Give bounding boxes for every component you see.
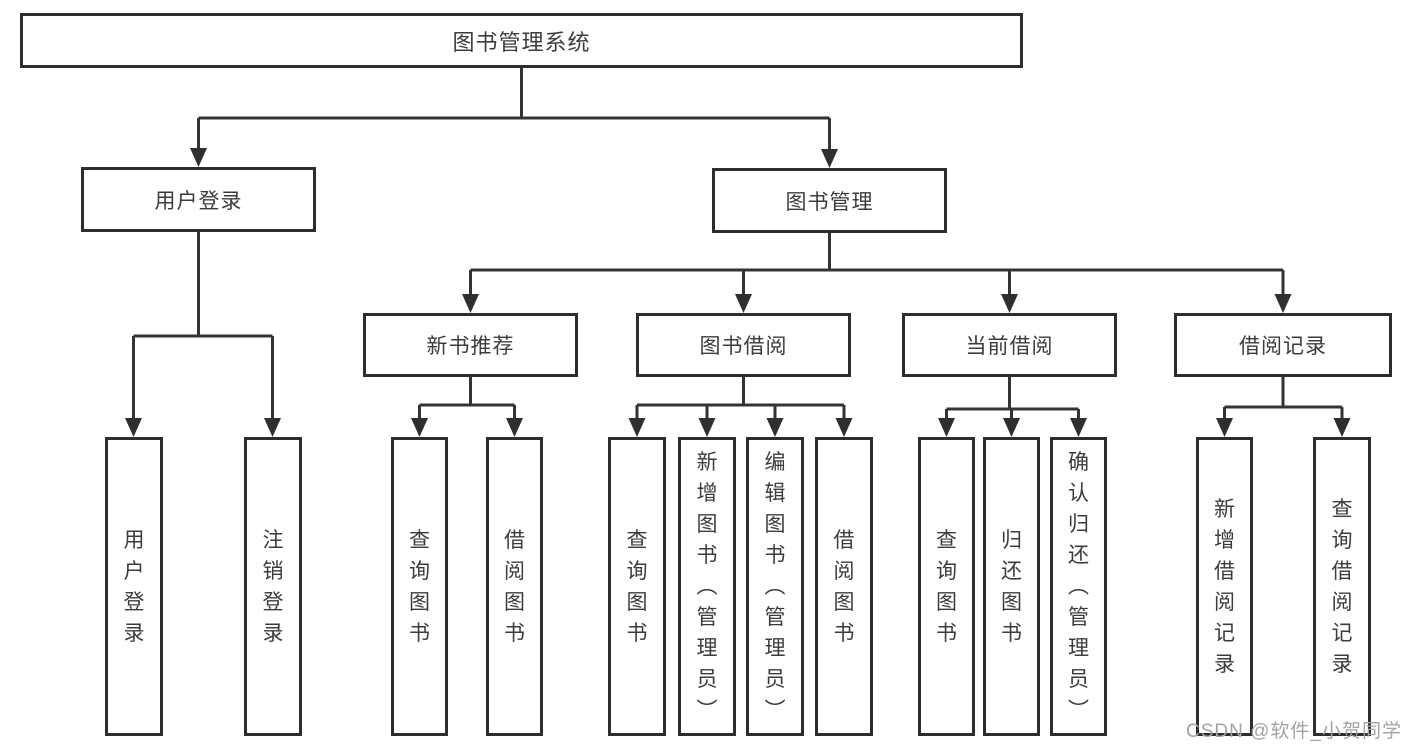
- vertical-char: 查: [936, 528, 957, 552]
- vertical-char: 理: [696, 637, 718, 660]
- vertical-char: 图: [833, 590, 855, 614]
- leaf-borrow-books-recommend: 借阅图书: [486, 437, 543, 736]
- vertical-char: 录: [1214, 652, 1235, 676]
- vertical-char: ︵: [1068, 575, 1089, 598]
- node-new-book-recommend: 新书推荐: [363, 313, 578, 377]
- vertical-char: 阅: [1331, 590, 1353, 614]
- vertical-char: 归: [1001, 528, 1022, 552]
- vertical-char: 借: [1331, 559, 1353, 583]
- vertical-char: 书: [626, 621, 648, 645]
- vertical-char: ︶: [696, 699, 718, 722]
- vertical-char: ︵: [764, 575, 786, 598]
- vertical-char: 询: [409, 559, 430, 583]
- vertical-char: 借: [833, 528, 855, 552]
- vertical-char: 登: [262, 590, 284, 614]
- vertical-char: 阅: [504, 559, 525, 583]
- vertical-char: 图: [409, 590, 430, 614]
- vertical-char: 员: [1068, 668, 1089, 691]
- vertical-char: 记: [1331, 621, 1353, 645]
- vertical-char: 询: [1331, 528, 1353, 552]
- leaf-query-books-recommend: 查询图书: [391, 437, 448, 736]
- vertical-char: 确: [1068, 451, 1089, 474]
- vertical-char: 增: [1214, 528, 1235, 552]
- vertical-char: 阅: [833, 559, 855, 583]
- vertical-char: 还: [1001, 559, 1022, 583]
- vertical-char: 理: [1068, 637, 1089, 660]
- vertical-char: 用: [123, 528, 145, 552]
- vertical-char: 借: [504, 528, 525, 552]
- vertical-char: 查: [409, 528, 430, 552]
- vertical-char: 管: [1068, 606, 1089, 629]
- vertical-char: 辑: [764, 482, 786, 505]
- vertical-char: 书: [1001, 621, 1022, 645]
- vertical-char: 图: [626, 590, 648, 614]
- leaf-edit-book-admin: 编辑图书 ︵ 管理员 ︶: [746, 437, 804, 736]
- vertical-char: 书: [409, 621, 430, 645]
- vertical-char: 图: [504, 590, 525, 614]
- vertical-char: 认: [1068, 482, 1089, 505]
- vertical-char: 管: [696, 606, 718, 629]
- leaf-add-book-admin: 新增图书 ︵ 管理员 ︶: [678, 437, 736, 736]
- vertical-char: 增: [696, 482, 718, 505]
- leaf-add-borrow-record: 新增借阅记录: [1196, 437, 1253, 736]
- vertical-char: 查: [626, 528, 648, 552]
- leaf-user-login: 用户登录: [105, 437, 163, 736]
- vertical-char: 录: [123, 621, 145, 645]
- vertical-char: 销: [262, 559, 284, 583]
- vertical-char: 登: [123, 590, 145, 614]
- vertical-char: 图: [696, 513, 718, 536]
- vertical-char: 图: [936, 590, 957, 614]
- node-root: 图书管理系统: [20, 13, 1023, 68]
- vertical-char: 图: [764, 513, 786, 536]
- leaf-logout: 注销登录: [244, 437, 302, 736]
- vertical-char: ︶: [764, 699, 786, 722]
- node-user-login: 用户登录: [81, 167, 316, 232]
- vertical-char: 书: [936, 621, 957, 645]
- arrowheads: [125, 148, 1351, 437]
- vertical-char: 记: [1214, 621, 1235, 645]
- node-book-management: 图书管理: [712, 168, 947, 233]
- leaf-confirm-return-admin: 确认归还 ︵ 管理员 ︶: [1050, 437, 1107, 736]
- vertical-char: 新: [696, 451, 718, 474]
- leaf-query-books-current: 查询图书: [918, 437, 975, 736]
- vertical-char: 询: [626, 559, 648, 583]
- vertical-char: 户: [123, 559, 145, 583]
- vertical-char: 员: [764, 668, 786, 691]
- vertical-char: 询: [936, 559, 957, 583]
- node-borrow-records: 借阅记录: [1174, 313, 1392, 377]
- vertical-char: 书: [764, 544, 786, 567]
- node-current-borrow: 当前借阅: [902, 313, 1117, 377]
- vertical-char: 理: [764, 637, 786, 660]
- vertical-char: 归: [1068, 513, 1089, 536]
- vertical-char: 编: [764, 451, 786, 474]
- vertical-char: 员: [696, 668, 718, 691]
- vertical-char: ︶: [1068, 699, 1089, 722]
- vertical-char: 录: [1331, 652, 1353, 676]
- vertical-char: 借: [1214, 559, 1235, 583]
- vertical-char: 注: [262, 528, 284, 552]
- vertical-char: ︵: [696, 575, 718, 598]
- leaf-query-books-borrow: 查询图书: [608, 437, 666, 736]
- leaf-return-books: 归还图书: [983, 437, 1040, 736]
- vertical-char: 图: [1001, 590, 1022, 614]
- watermark: CSDN @软件_小贺同学: [1186, 721, 1402, 742]
- vertical-char: 阅: [1214, 590, 1235, 614]
- vertical-char: 查: [1331, 497, 1353, 521]
- vertical-char: 录: [262, 621, 284, 645]
- node-book-borrow: 图书借阅: [636, 313, 851, 377]
- vertical-char: 书: [833, 621, 855, 645]
- leaf-borrow-books: 借阅图书: [815, 437, 873, 736]
- vertical-char: 书: [504, 621, 525, 645]
- vertical-char: 书: [696, 544, 718, 567]
- vertical-char: 管: [764, 606, 786, 629]
- vertical-char: 还: [1068, 544, 1089, 567]
- vertical-char: 新: [1214, 497, 1235, 521]
- leaf-query-borrow-record: 查询借阅记录: [1313, 437, 1371, 736]
